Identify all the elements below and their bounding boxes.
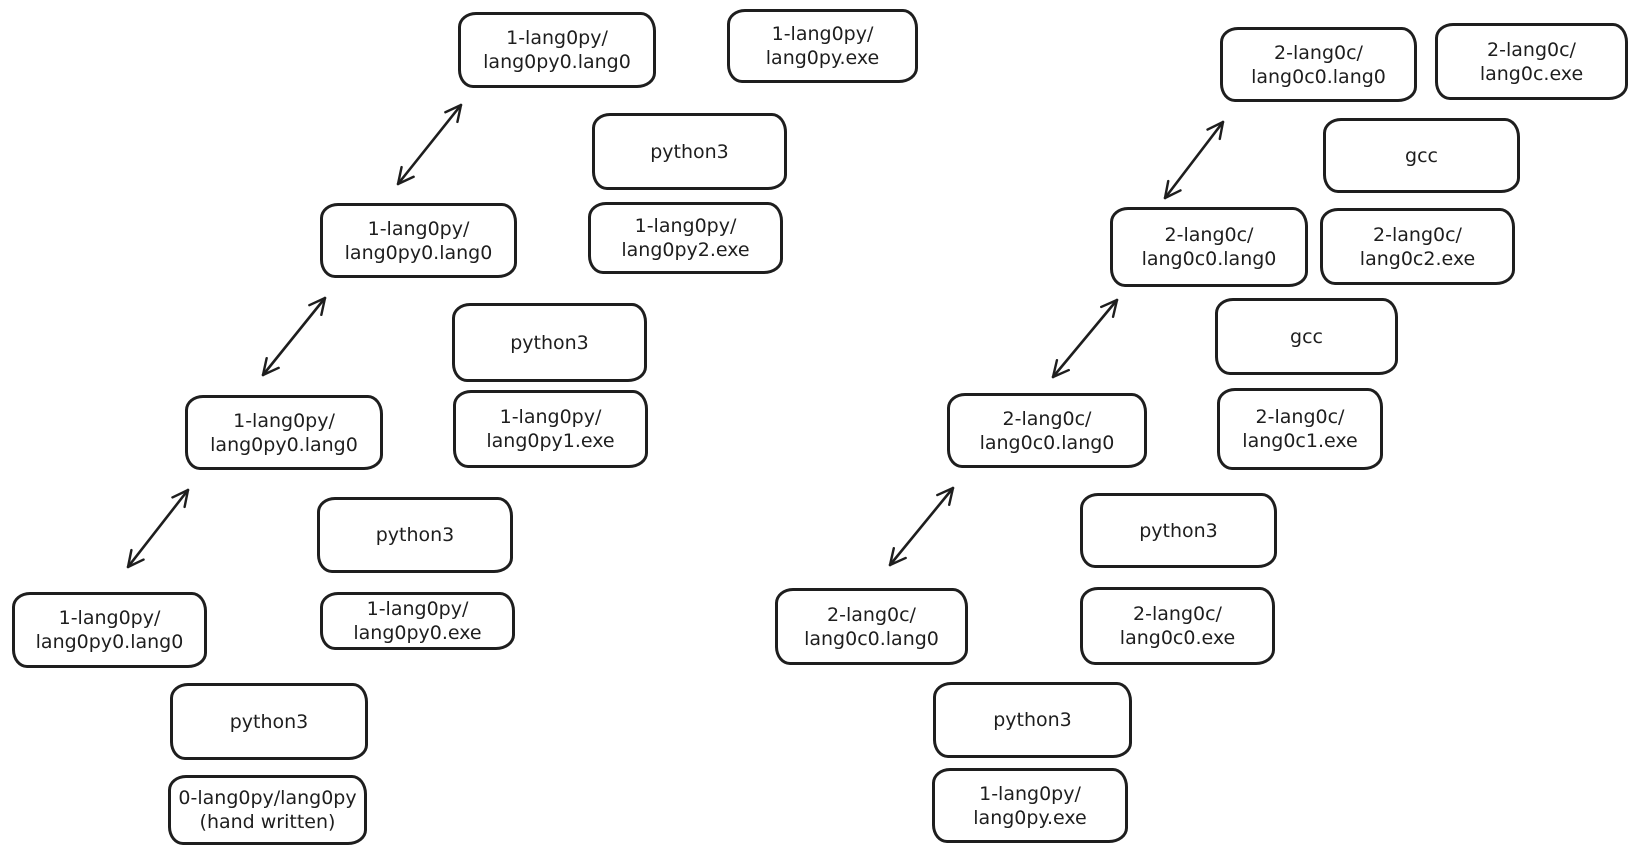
left-output-box: 1-lang0py/ lang0py.exe <box>727 9 918 83</box>
right-stage0-source-box: 2-lang0c/ lang0c0.lang0 <box>775 588 968 665</box>
right-stage1-source-box: 2-lang0c/ lang0c0.lang0 <box>947 393 1147 468</box>
double-arrow-icon <box>1051 298 1119 379</box>
right-stage3-artifact-box: 2-lang0c/ lang0c2.exe <box>1320 208 1515 285</box>
double-arrow-icon <box>1163 120 1225 200</box>
left-stage1-source-box: 1-lang0py/ lang0py0.lang0 <box>185 395 383 470</box>
right-stage2-artifact-box: 2-lang0c/ lang0c1.exe <box>1217 388 1383 470</box>
right-stage2-runner-box: gcc <box>1215 298 1398 375</box>
left-stage0-source-box: 1-lang0py/ lang0py0.lang0 <box>12 592 207 668</box>
left-stage3-artifact-box: 1-lang0py/ lang0py2.exe <box>588 202 783 274</box>
right-stage1-artifact-box: 2-lang0c/ lang0c0.exe <box>1080 587 1275 665</box>
right-stage1-runner-box: python3 <box>1080 493 1277 568</box>
left-stage0-runner-box: python3 <box>170 683 368 760</box>
double-arrow-icon <box>126 488 190 569</box>
right-stage0-runner-box: python3 <box>933 682 1132 758</box>
double-arrow-icon <box>888 486 955 567</box>
left-stage0-artifact-box: 0-lang0py/lang0py (hand written) <box>168 775 367 845</box>
left-stage1-artifact-box: 1-lang0py/ lang0py0.exe <box>320 592 515 650</box>
right-output-box: 2-lang0c/ lang0c.exe <box>1435 23 1628 100</box>
double-arrow-icon <box>396 103 463 186</box>
left-stage2-runner-box: python3 <box>452 303 647 382</box>
right-stage3-runner-box: gcc <box>1323 118 1520 193</box>
left-stage2-artifact-box: 1-lang0py/ lang0py1.exe <box>453 390 648 468</box>
right-stage3-source-box: 2-lang0c/ lang0c0.lang0 <box>1220 27 1417 102</box>
double-arrow-icon <box>261 296 327 377</box>
right-stage0-artifact-box: 1-lang0py/ lang0py.exe <box>932 768 1128 843</box>
left-stage2-source-box: 1-lang0py/ lang0py0.lang0 <box>320 203 517 278</box>
left-stage3-source-box: 1-lang0py/ lang0py0.lang0 <box>458 12 656 88</box>
right-stage2-source-box: 2-lang0c/ lang0c0.lang0 <box>1110 207 1308 287</box>
left-stage1-runner-box: python3 <box>317 497 513 573</box>
left-stage3-runner-box: python3 <box>592 113 787 190</box>
